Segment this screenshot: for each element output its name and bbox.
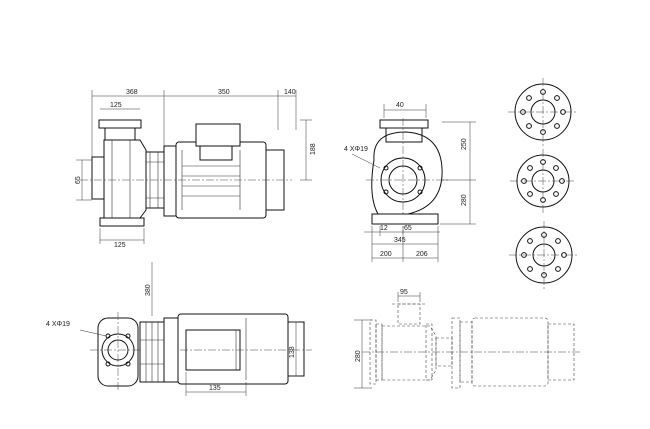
flange-middle xyxy=(510,149,576,213)
dim-40: 40 xyxy=(396,102,404,109)
volute-casing xyxy=(371,131,443,215)
dim-12: 12 xyxy=(380,225,388,232)
dim-65: 65 xyxy=(75,176,82,184)
rear-view: 95 280 xyxy=(354,289,580,389)
dim-280-front: 280 xyxy=(461,194,468,206)
dim-250: 250 xyxy=(461,138,468,150)
dim-135: 135 xyxy=(209,385,221,392)
dim-125-bottom: 125 xyxy=(114,242,126,249)
plan-motor-flange xyxy=(163,317,179,383)
dim-350: 350 xyxy=(218,89,230,96)
pump-foot xyxy=(99,217,145,227)
holes-label-front: 4 XΦ19 xyxy=(344,146,368,153)
dim-206: 206 xyxy=(416,251,428,258)
motor-flange xyxy=(163,145,177,217)
flange-top xyxy=(508,78,578,146)
holes-label-plan: 4 XΦ19 xyxy=(46,321,70,328)
plan-view: 4 XΦ19 380 138 135 xyxy=(46,262,312,396)
suction-flange xyxy=(91,156,105,200)
front-view: 40 4 XΦ19 250 280 12 65 345 xyxy=(344,102,476,262)
discharge-flange xyxy=(98,119,142,129)
dim-125-top: 125 xyxy=(110,102,122,109)
dim-138: 138 xyxy=(289,346,296,358)
dim-95: 95 xyxy=(400,289,408,296)
rear-outlet xyxy=(397,303,421,325)
dim-380: 380 xyxy=(145,284,152,296)
dim-280-rear: 280 xyxy=(355,350,362,362)
flange-details xyxy=(508,78,579,289)
front-base xyxy=(371,213,439,225)
dim-200: 200 xyxy=(380,251,392,258)
dim-65-front: 65 xyxy=(404,225,412,232)
pump-casing xyxy=(103,139,147,219)
rear-casing xyxy=(381,325,437,381)
dim-188: 188 xyxy=(310,143,317,155)
dim-368: 368 xyxy=(126,89,138,96)
side-view: 368 350 140 125 xyxy=(75,89,317,249)
dim-140: 140 xyxy=(284,89,296,96)
terminal-box xyxy=(195,123,241,147)
dim-345: 345 xyxy=(394,237,406,244)
flange-bottom xyxy=(509,221,579,289)
